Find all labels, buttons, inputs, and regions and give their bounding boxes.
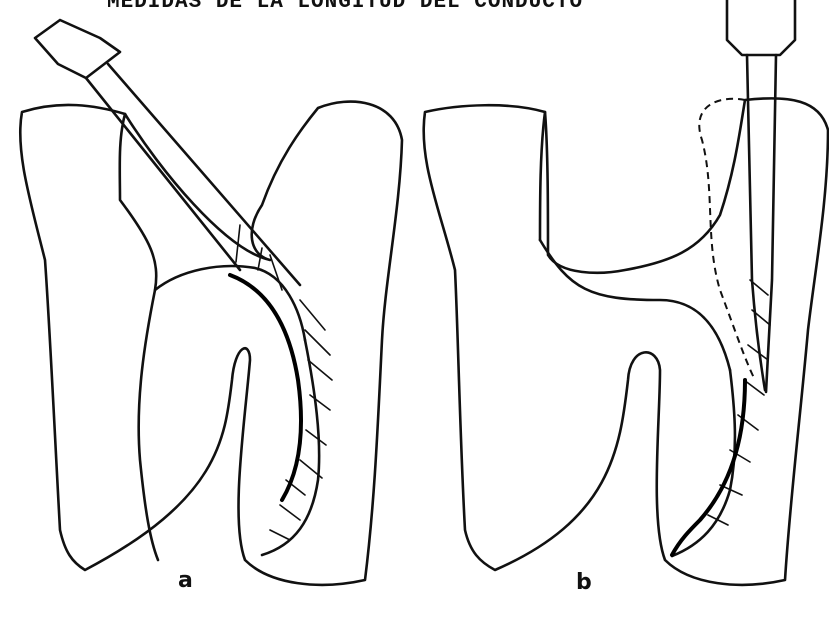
tooth-b-canal-filling	[708, 280, 770, 525]
instrument-a-shaft-1	[86, 78, 240, 270]
tooth-a-mesial-root-inner	[120, 114, 158, 560]
tooth-b-outline	[424, 98, 828, 585]
tooth-b-distal-canal	[672, 370, 735, 556]
figure-label-b: b	[576, 570, 592, 595]
instrument-a-shaft-2	[108, 64, 300, 285]
tooth-b	[424, 0, 828, 585]
figure-label-a: a	[178, 568, 193, 593]
tooth-b-mesial-root-inner	[540, 112, 545, 240]
instrument-a-handle	[35, 20, 120, 78]
instrument-b-handle	[727, 0, 795, 55]
instrument-b-shaft-2	[766, 55, 776, 392]
tooth-a-outline	[20, 102, 402, 585]
instrument-b-shaft-1	[747, 55, 765, 390]
tooth-b-pulp-chamber	[540, 240, 730, 370]
tooth-a	[20, 20, 402, 585]
tooth-b-original-crown	[699, 99, 755, 380]
tooth-a-distal-canal	[262, 340, 319, 555]
